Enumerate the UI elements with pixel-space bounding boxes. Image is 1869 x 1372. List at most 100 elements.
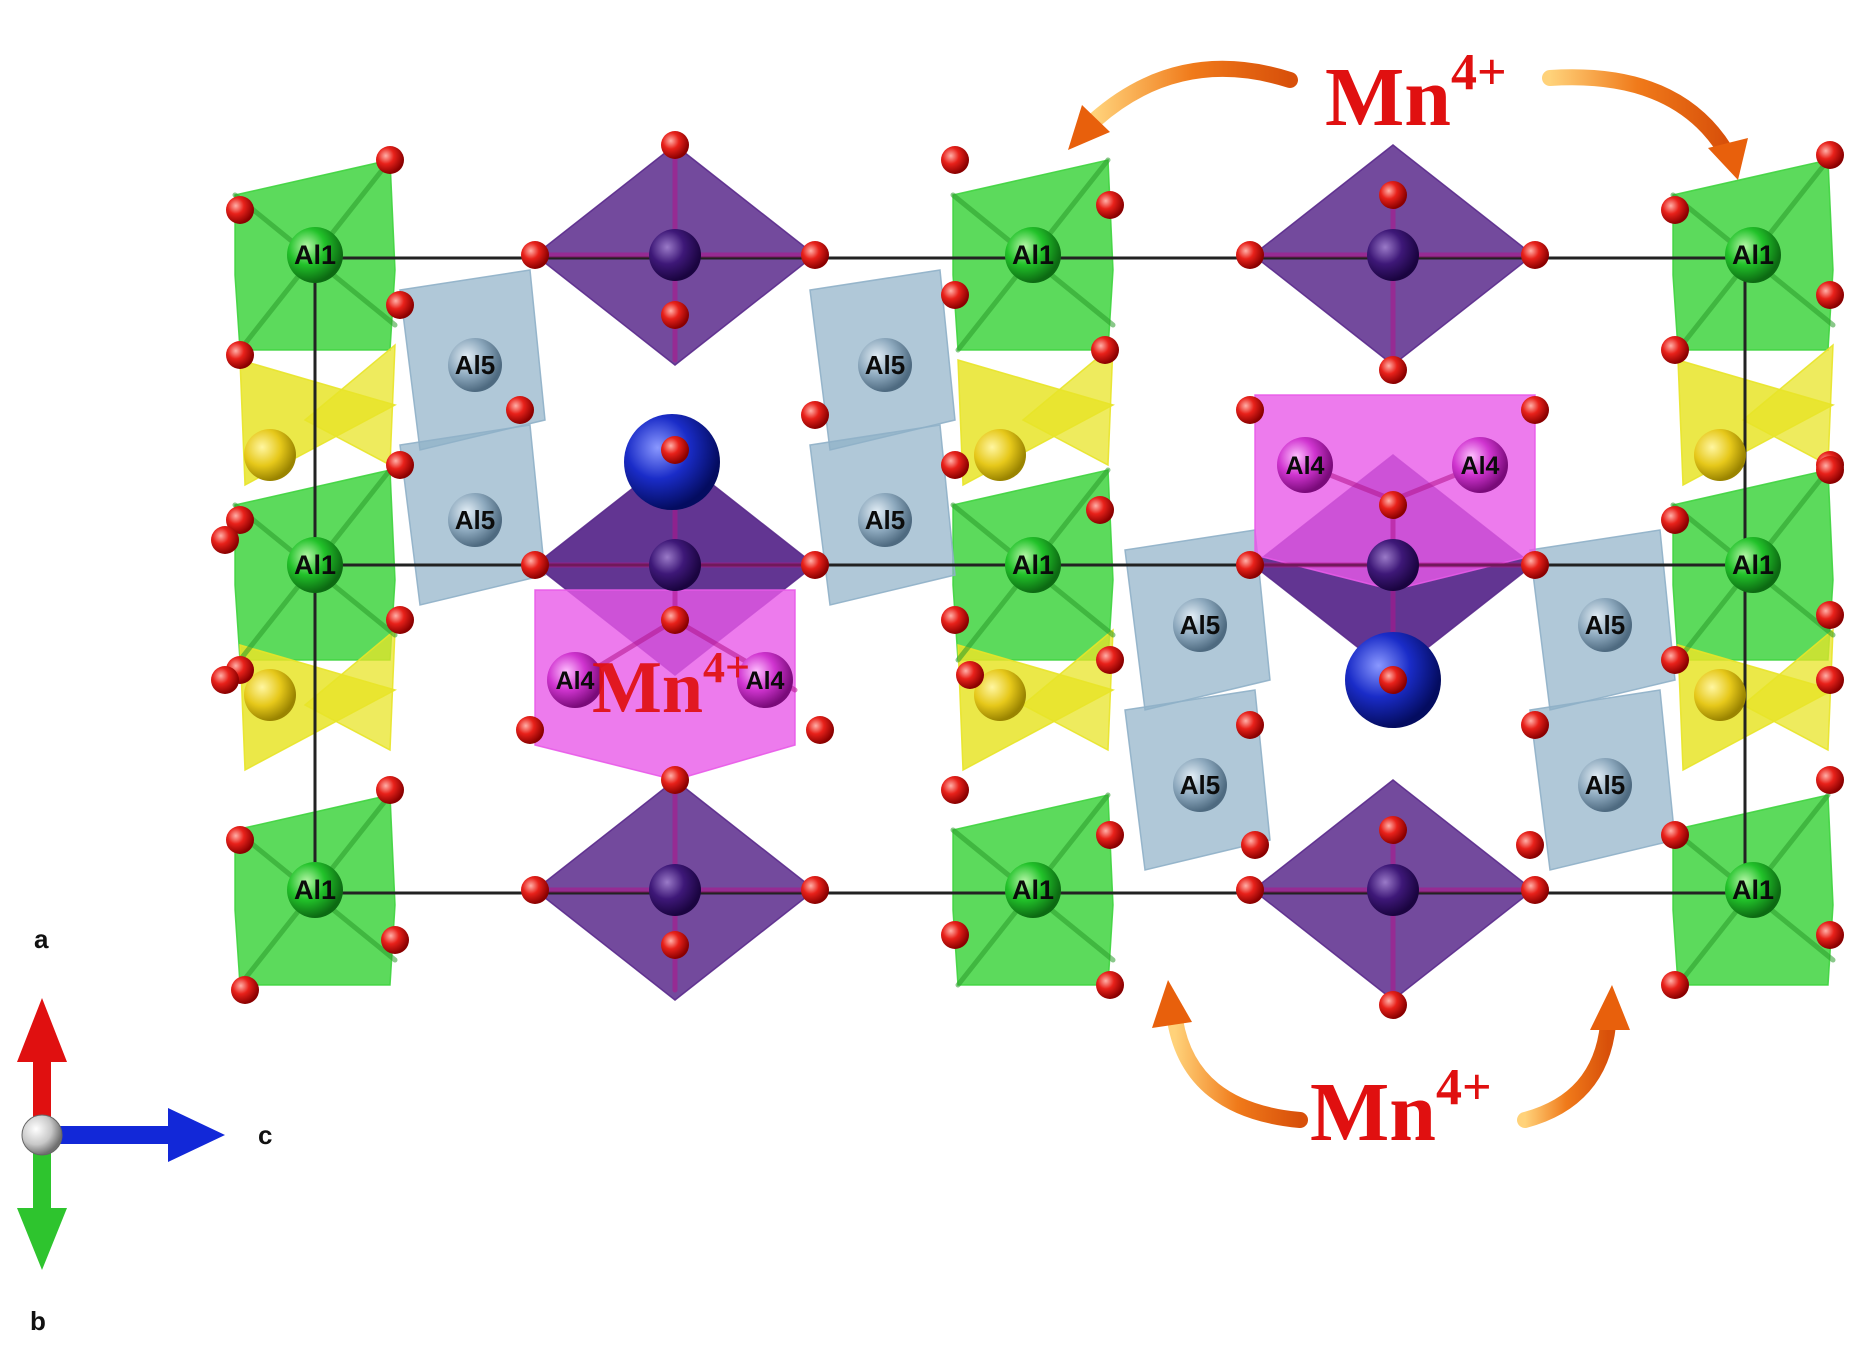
curved-arrow-right-icon	[1517, 1017, 1616, 1128]
dark-atom	[649, 229, 701, 281]
oxygen-atom	[1241, 831, 1269, 859]
yellow-polyhedron	[303, 343, 396, 467]
oxygen-atom	[1379, 181, 1407, 209]
svg-text:Mn4+: Mn4+	[592, 643, 750, 729]
al4-atom	[1452, 437, 1508, 493]
oxygen-atom	[1091, 336, 1119, 364]
oxygen-atom	[1379, 816, 1407, 844]
oxygen-atom	[211, 666, 239, 694]
al1-atom	[287, 227, 343, 283]
oxygen-atom	[806, 716, 834, 744]
oxygen-atom	[226, 826, 254, 854]
oxygen-atom	[1661, 971, 1689, 999]
al1-atom	[1725, 227, 1781, 283]
al5-atom	[1578, 758, 1632, 812]
oxygen-atom	[941, 146, 969, 174]
curved-arrow-left-icon	[1167, 1012, 1308, 1128]
yellow-polyhedron	[1741, 343, 1834, 467]
al5-label: Al5	[1180, 610, 1220, 640]
oxygen-atom	[1661, 646, 1689, 674]
al4-atom	[547, 652, 603, 708]
dark-atom	[649, 539, 701, 591]
mn-label-base: Mn	[1310, 1066, 1436, 1159]
oxygen-atom	[521, 551, 549, 579]
al1-label: Al1	[294, 875, 336, 905]
oxygen-atom	[1086, 496, 1114, 524]
oxygen-atom	[1521, 711, 1549, 739]
oxygen-atom	[1236, 711, 1264, 739]
al5-atom	[448, 338, 502, 392]
axis-c-label: c	[258, 1120, 272, 1150]
mn-annotation-overlay: Mn4+	[592, 643, 750, 729]
oxygen-atom	[226, 506, 254, 534]
al5-label: Al5	[455, 505, 495, 535]
al4-label: Al4	[556, 667, 595, 695]
oxygen-atom	[1236, 241, 1264, 269]
yellow-atom	[244, 669, 296, 721]
oxygen-atom	[516, 716, 544, 744]
al4-label: Al4	[746, 667, 785, 695]
al5-label: Al5	[1180, 770, 1220, 800]
oxygen-atom	[1379, 356, 1407, 384]
site-label-layer: Al1Al1Al1Al1Al1Al1Al1Al1Al1Al5Al5Al5Al5A…	[294, 240, 1774, 905]
curved-arrow-left-icon	[1087, 60, 1298, 128]
oxygen-atom	[801, 401, 829, 429]
arrowhead-icon	[1068, 105, 1110, 150]
oxygen-atom	[1096, 191, 1124, 219]
oxygen-atom	[386, 606, 414, 634]
oxygen-atom	[1816, 456, 1844, 484]
oxygen-atom	[381, 926, 409, 954]
arrowhead-icon	[1152, 980, 1192, 1028]
oxygen-atom	[801, 551, 829, 579]
al1-label: Al1	[1732, 550, 1774, 580]
oxygen-atom	[941, 776, 969, 804]
al4-atom	[1277, 437, 1333, 493]
dark-atom	[649, 864, 701, 916]
oxygen-atom	[226, 196, 254, 224]
axis-b-label: b	[30, 1306, 46, 1336]
al1-atom	[1005, 227, 1061, 283]
axis-a-label: a	[34, 924, 49, 954]
svg-text:Mn4+: Mn4+	[1325, 44, 1507, 144]
mn-annotation-bottom: Mn4+	[1152, 980, 1630, 1159]
al4-atom	[737, 652, 793, 708]
al1-label: Al1	[1732, 875, 1774, 905]
mn-label-charge: 4+	[1436, 1059, 1492, 1116]
oxygen-atom	[1521, 551, 1549, 579]
oxygen-atom	[1521, 241, 1549, 269]
oxygen-atom	[386, 451, 414, 479]
oxygen-atom	[801, 241, 829, 269]
al1-label: Al1	[1012, 550, 1054, 580]
oxygen-atom	[661, 931, 689, 959]
oxygen-atom	[1816, 281, 1844, 309]
oxygen-atom	[521, 241, 549, 269]
al1-label: Al1	[294, 240, 336, 270]
oxygen-atom	[211, 526, 239, 554]
al5-label: Al5	[1585, 770, 1625, 800]
mn-annotation-top: Mn4+	[1068, 44, 1748, 180]
al5-atom	[1578, 598, 1632, 652]
svg-text:Mn4+: Mn4+	[1310, 1059, 1492, 1159]
oxygen-atom	[941, 921, 969, 949]
oxygen-atom	[1661, 821, 1689, 849]
oxygen-atom	[1096, 646, 1124, 674]
al5-atom	[1173, 758, 1227, 812]
oxygen-atom	[801, 876, 829, 904]
oxygen-atom	[1236, 876, 1264, 904]
al5-label: Al5	[865, 350, 905, 380]
oxygen-atom	[1816, 666, 1844, 694]
al1-atom	[1725, 537, 1781, 593]
al1-label: Al1	[294, 550, 336, 580]
al5-label: Al5	[455, 350, 495, 380]
al1-atom	[1005, 537, 1061, 593]
yellow-atom	[1694, 669, 1746, 721]
yellow-polyhedron	[1021, 628, 1114, 752]
oxygen-atom	[1661, 196, 1689, 224]
al5-label: Al5	[865, 505, 905, 535]
oxygen-atom	[661, 436, 689, 464]
oxygen-atom	[941, 606, 969, 634]
arrowhead-icon	[1590, 985, 1630, 1030]
yellow-atom	[1694, 429, 1746, 481]
